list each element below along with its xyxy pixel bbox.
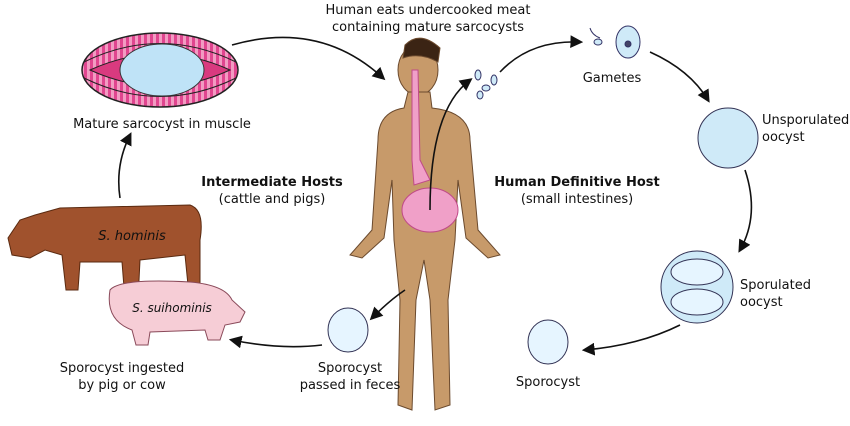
unsporulated-oocyst [697,107,759,169]
unsporulated-label-1: Unsporulated [762,113,850,128]
human-figure [349,37,501,411]
intermediate-hosts-sub: (cattle and pigs) [218,192,326,207]
unsporulated-label-2: oocyst [762,130,805,145]
sarcocyst-label: Mature sarcocyst in muscle [73,117,251,132]
passed-label-2: passed in feces [299,378,401,393]
pig-species-label: S. suihominis [132,301,212,315]
sporocyst-label: Sporocyst [515,375,581,390]
sporocyst-free [527,319,569,365]
gametes-illustration [474,25,641,100]
title-line-2: containing mature sarcocysts [331,20,525,35]
definitive-host-sub: (small intestines) [520,192,634,207]
definitive-host-title: Human Definitive Host [494,175,660,190]
sarcocyst-illustration [81,32,239,108]
cow-species-label: S. hominis [98,229,166,244]
title-line-1: Human eats undercooked meat [325,3,531,18]
pig-illustration [108,280,246,346]
sporocyst-feces [327,307,369,353]
passed-label-1: Sporocyst [317,361,383,376]
lifecycle-arrows [117,35,753,356]
ingested-label-2: by pig or cow [78,378,166,393]
cow-illustration [7,204,202,301]
sporulated-label-1: Sporulated [740,278,811,293]
intermediate-hosts-title: Intermediate Hosts [201,175,343,190]
sporulated-oocyst [660,250,734,324]
ingested-label-1: Sporocyst ingested [59,361,185,376]
sporulated-label-2: oocyst [740,295,783,310]
gametes-label: Gametes [582,71,642,86]
